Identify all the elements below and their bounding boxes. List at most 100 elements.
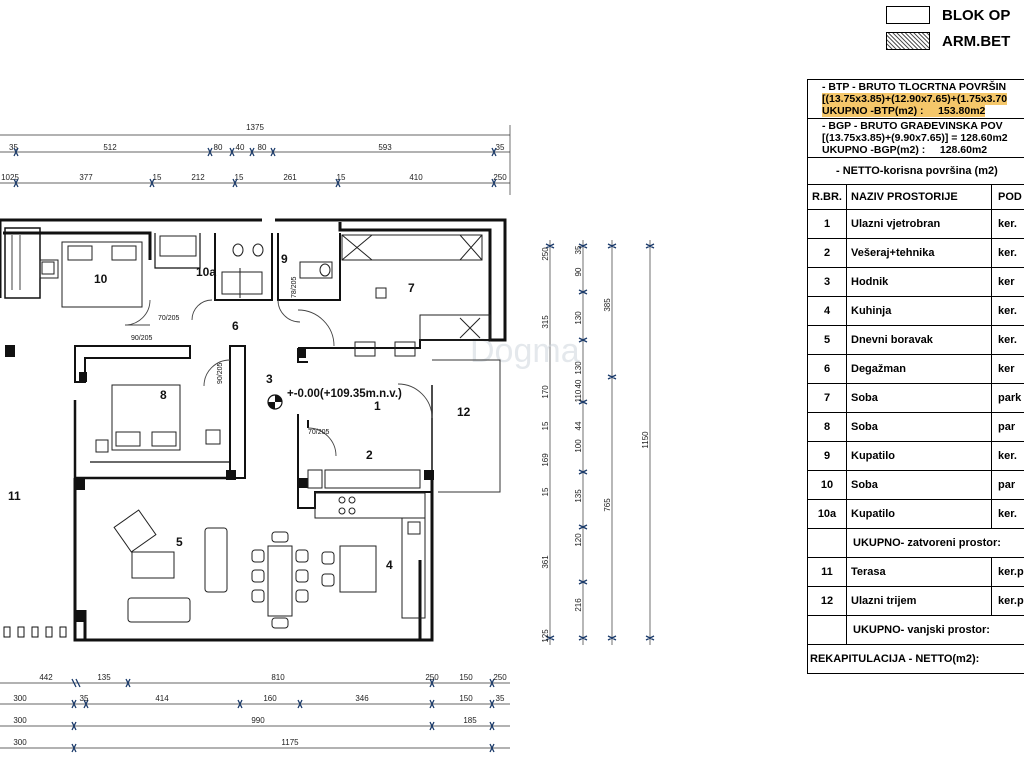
kitchen-counter <box>314 492 426 619</box>
dim-label: 15 <box>235 173 244 182</box>
room-label-9: 9 <box>281 252 288 266</box>
room-number: 11 <box>808 558 847 586</box>
room-name: Kuhinja <box>847 297 992 325</box>
dim-label: 160 <box>263 694 277 703</box>
room-label-11: 11 <box>8 489 21 503</box>
dim-label: 261 <box>283 173 297 182</box>
bgp-total-label: UKUPNO -BGP(m2) : <box>822 144 926 156</box>
bottom-dimension-lines <box>0 682 510 749</box>
dim-label: 15 <box>153 173 162 182</box>
door-swings <box>124 299 433 457</box>
fixtures-room-9 <box>299 261 333 279</box>
door-note: 90/205 <box>131 335 153 342</box>
room-name: Soba <box>847 471 992 499</box>
room-name: Terasa <box>847 558 992 586</box>
dim-label: 377 <box>79 173 93 182</box>
room-floor: par <box>998 479 1016 491</box>
dim-label: 35 <box>496 694 505 703</box>
room-name: Hodnik <box>847 268 992 296</box>
top-dims-row2: 35 512 80 40 80 593 35 <box>9 143 505 152</box>
dim-label: 110 <box>574 389 583 402</box>
room-floor: ker. <box>998 334 1017 346</box>
room-number: 3 <box>808 268 847 296</box>
dim-label: 130 <box>574 311 583 325</box>
room-label-2: 2 <box>366 448 373 462</box>
watermark: Dogma <box>470 332 580 370</box>
bottom-ticks <box>71 678 495 753</box>
dim-label: 250 <box>493 673 507 682</box>
dim-label: 361 <box>541 555 550 569</box>
room-number: 2 <box>808 239 847 267</box>
room-label-10: 10 <box>94 272 108 286</box>
room-number: 12 <box>808 587 847 615</box>
dim-label: 765 <box>603 498 612 512</box>
dim-label: 442 <box>39 673 53 682</box>
column-posts <box>5 345 434 622</box>
dim-label: 300 <box>13 694 27 703</box>
room-label-1: 1 <box>374 399 381 413</box>
open-total-label: UKUPNO- vanjski prostor: <box>853 624 990 636</box>
dim-label: 410 <box>409 173 423 182</box>
right-dimension-lines <box>549 240 651 645</box>
room-number: 1 <box>808 210 847 238</box>
btp-total-label: UKUPNO -BTP(m2) : <box>822 105 924 117</box>
bgp-block: - BGP - BRUTO GRAĐEVINSKA POV [(13.75x3.… <box>808 119 1024 158</box>
door-note: 70/205 <box>158 315 180 322</box>
room-name: Soba <box>847 413 992 441</box>
dim-label: 169 <box>541 453 550 467</box>
dim-label: 15 <box>337 173 346 182</box>
dim-label: 346 <box>355 694 369 703</box>
room-number: 10a <box>808 500 847 528</box>
header-name: NAZIV PROSTORIJE <box>847 185 992 209</box>
dim-label: 185 <box>463 716 477 725</box>
room-name: Vešeraj+tehnika <box>847 239 992 267</box>
dim-label: 100 <box>574 439 583 453</box>
bed-room-8 <box>95 384 221 453</box>
dim-label: 1025 <box>1 173 19 182</box>
right-ticks <box>545 243 655 641</box>
dim-label: 1175 <box>281 738 299 747</box>
fixtures-room-10a <box>159 235 264 298</box>
room-floor: ker. <box>998 305 1017 317</box>
room-floor: ker.p <box>998 566 1024 578</box>
room-label-4: 4 <box>386 558 393 572</box>
room-name: Kupatilo <box>847 500 992 528</box>
room-floor: ker <box>998 276 1015 288</box>
room-floor: ker.p <box>998 595 1024 607</box>
room-label-12: 12 <box>457 405 471 419</box>
furniture-living-room <box>113 509 377 629</box>
table-header: R.BR. NAZIV PROSTORIJE POD <box>808 185 1024 210</box>
room-name: Ulazni trijem <box>847 587 992 615</box>
right-dims-col1: 250 35 90 315 130 130 40 110 170 15 44 1… <box>541 245 650 643</box>
dim-label: 990 <box>251 716 265 725</box>
dim-label: 40 <box>236 143 245 152</box>
legend-item: ARM.BET <box>886 28 1010 54</box>
room-floor: ker. <box>998 450 1017 462</box>
room-floor: ker. <box>998 508 1017 520</box>
legend: BLOK OP ARM.BET <box>886 2 1010 54</box>
closed-total-label: UKUPNO- zatvoreni prostor: <box>853 537 1001 549</box>
open-total-num <box>808 616 847 644</box>
door-note: 78/205 <box>291 276 298 298</box>
dim-label: 150 <box>459 694 473 703</box>
room-label-10a: 10a <box>196 265 216 279</box>
dim-label: 90 <box>574 267 583 276</box>
dim-label: 35 <box>496 143 505 152</box>
dim-label: 130 <box>574 361 583 375</box>
dim-label: 40 <box>574 379 583 388</box>
dim-label: 120 <box>574 533 583 547</box>
bed-room-10 <box>39 241 143 308</box>
dim-label: 315 <box>541 315 550 329</box>
legend-swatch-hatch <box>886 32 930 50</box>
legend-item: BLOK OP <box>886 2 1010 28</box>
dim-label: 414 <box>155 694 169 703</box>
dim-label: 300 <box>13 738 27 747</box>
btp-total: UKUPNO -BTP(m2) : 153.80m2 <box>822 105 986 117</box>
porch-outline <box>432 359 501 493</box>
